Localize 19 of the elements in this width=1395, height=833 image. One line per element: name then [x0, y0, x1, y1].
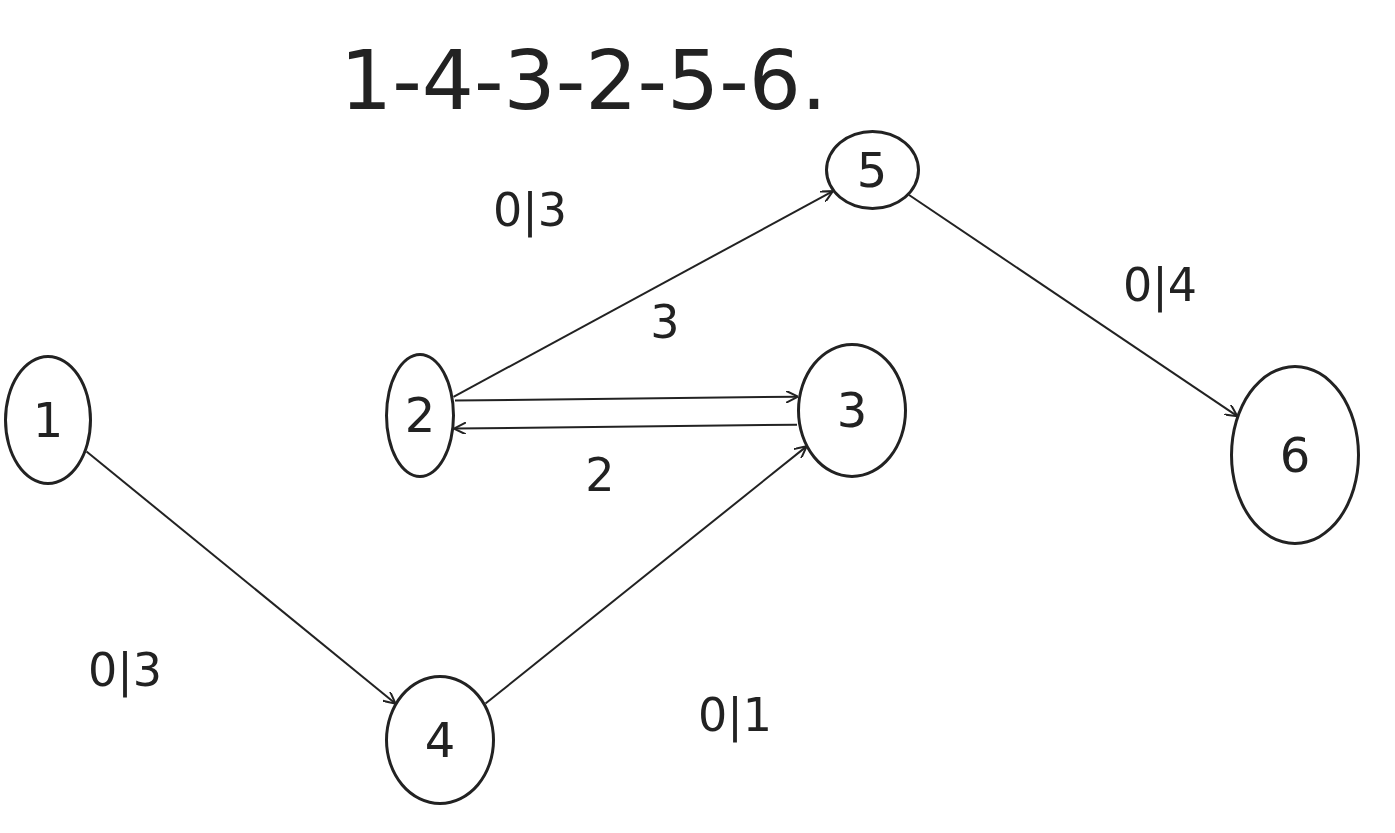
node-circle: [385, 352, 455, 478]
node-circle: [824, 130, 920, 210]
node-number: 2: [404, 387, 436, 443]
arrow: [484, 445, 808, 705]
node-number: 4: [424, 712, 456, 768]
node-number: 6: [1279, 427, 1311, 483]
arrow: [454, 389, 799, 404]
node-circle: [385, 675, 495, 805]
arrow: [452, 190, 834, 398]
node-number: 3: [836, 382, 868, 438]
node-number: 1: [32, 392, 64, 448]
node-number: 5: [856, 142, 888, 198]
node-circle: [4, 355, 92, 485]
arrow: [453, 421, 798, 436]
arrow: [908, 194, 1239, 418]
path-sequence: 1-4-3-2-5-6.: [340, 40, 828, 122]
arrow: [85, 450, 397, 705]
node-circle: [1230, 365, 1360, 545]
node-circle: [797, 342, 907, 478]
